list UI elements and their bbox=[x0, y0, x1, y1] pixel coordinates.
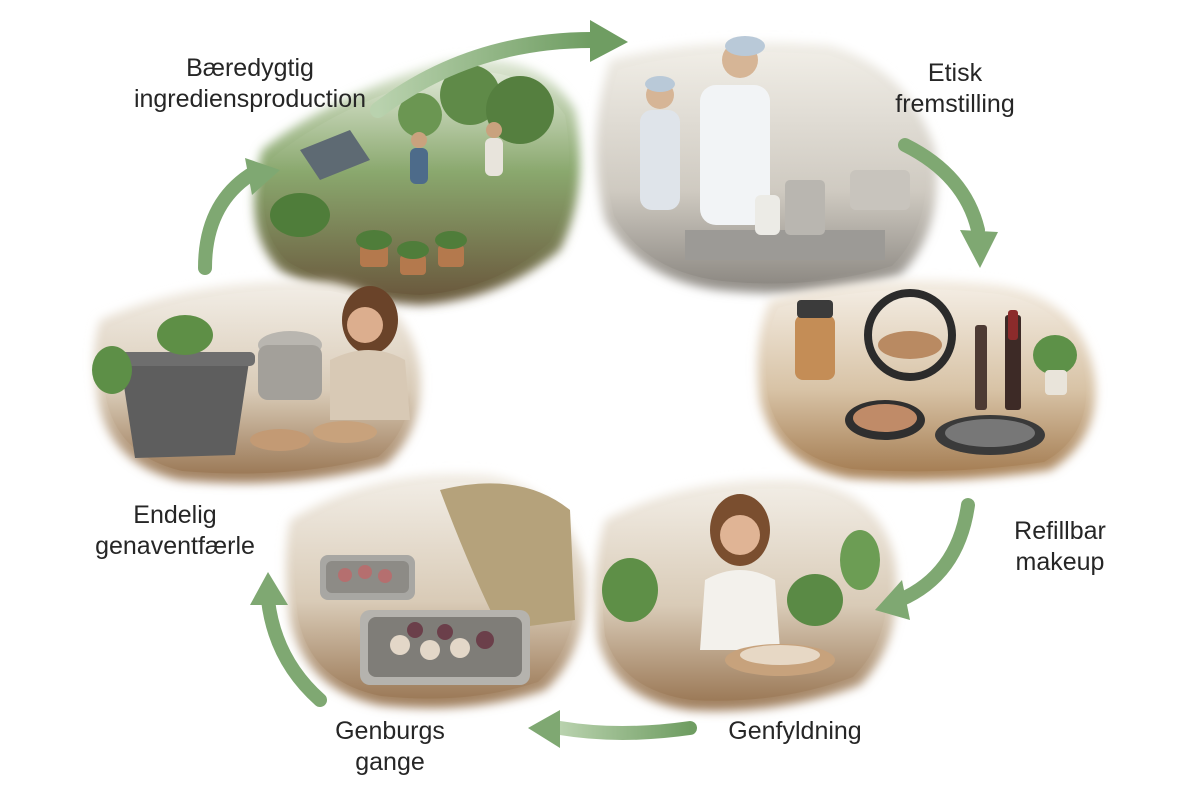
arrow-head bbox=[250, 572, 288, 605]
arrow-refilling-to-recycling bbox=[553, 721, 697, 740]
arrow-head bbox=[960, 230, 998, 268]
panel-laboratory bbox=[596, 36, 937, 293]
label-line: Endelig bbox=[133, 501, 217, 529]
label-reuse: Genburgs gange bbox=[300, 716, 480, 778]
panel-disposal bbox=[92, 281, 421, 483]
label-line: Etisk bbox=[927, 59, 983, 87]
label-final-disposal: Endelig genaventfærle bbox=[75, 500, 275, 562]
label-sustainable-production: Bæredygtig ingrediensproduction bbox=[100, 53, 400, 115]
arrow-head bbox=[245, 158, 280, 195]
label-ethical-manufacturing: Etisk fremstilling bbox=[855, 58, 1055, 120]
arrow-manufacturing-to-makeup bbox=[898, 138, 985, 237]
panel-garden bbox=[254, 58, 580, 306]
cycle-arrows bbox=[198, 20, 998, 748]
label-line: Bæredygtig bbox=[186, 54, 314, 82]
arrow-production-to-manufacturing bbox=[370, 32, 600, 118]
label-line: Genburgs bbox=[335, 717, 445, 745]
panel-recycling-trays bbox=[286, 473, 586, 708]
label-line: makeup bbox=[1015, 548, 1105, 576]
panel-refilling bbox=[595, 479, 897, 711]
label-refilling: Genfyldning bbox=[700, 716, 890, 747]
arrow-head bbox=[875, 580, 910, 620]
label-line: gange bbox=[355, 748, 425, 776]
label-line: genaventfærle bbox=[95, 532, 255, 560]
arrow-recycling-to-disposal bbox=[261, 593, 327, 707]
arrow-head bbox=[590, 20, 628, 62]
label-line: ingrediensproduction bbox=[133, 85, 367, 113]
label-line: Refillbar bbox=[1014, 517, 1106, 545]
label-refillable-makeup: Refillbar makeup bbox=[970, 516, 1150, 578]
arrow-head bbox=[528, 710, 560, 748]
label-line: fremstilling bbox=[895, 90, 1015, 118]
panel-makeup bbox=[757, 280, 1096, 481]
arrow-disposal-to-production bbox=[198, 168, 257, 275]
label-line: Genfyldning bbox=[728, 717, 862, 745]
arrow-makeup-to-refilling bbox=[893, 498, 975, 607]
